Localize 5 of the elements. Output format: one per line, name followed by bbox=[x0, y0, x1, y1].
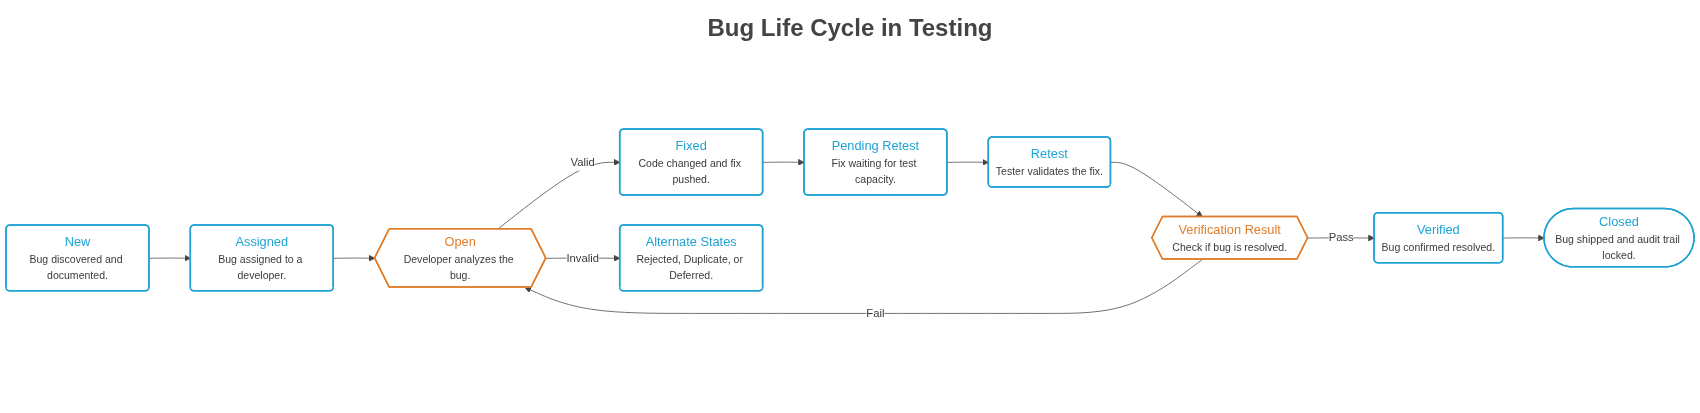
edge-label: Pass bbox=[1328, 230, 1354, 244]
diagram-title: Bug Life Cycle in Testing bbox=[707, 14, 993, 42]
edge-label: Invalid bbox=[566, 250, 600, 264]
edge-label: Valid bbox=[570, 155, 595, 168]
edge-label: Fail bbox=[866, 306, 885, 320]
